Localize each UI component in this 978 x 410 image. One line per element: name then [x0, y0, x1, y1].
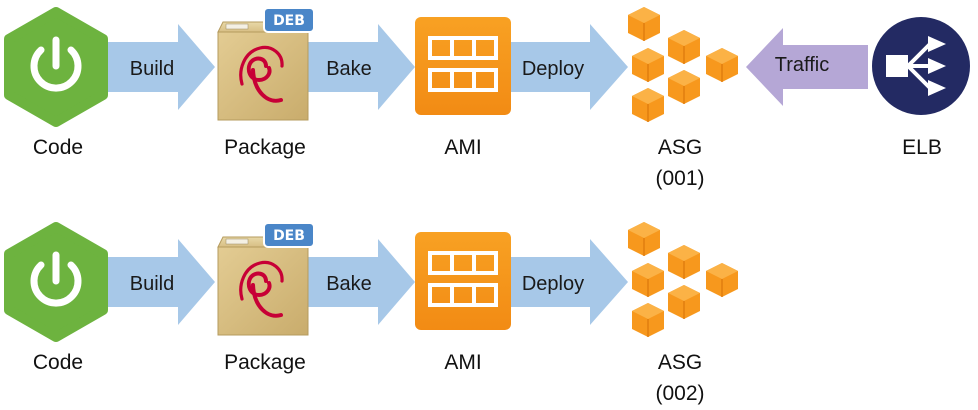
- elb-icon: [872, 17, 970, 115]
- build-arrow: Build: [80, 24, 215, 110]
- traffic-arrow: Traffic: [746, 28, 868, 106]
- deploy-arrow: Deploy: [500, 239, 628, 325]
- stage-label-code: Code: [33, 136, 83, 159]
- asg-cubes-icon: [628, 7, 738, 122]
- bake-arrow: Bake: [300, 239, 415, 325]
- traffic-arrow-label: Traffic: [775, 54, 829, 76]
- stage-sublabel-asg: (001): [655, 167, 704, 190]
- bake-arrow: Bake: [300, 24, 415, 110]
- deb-package-icon: DEB: [217, 7, 315, 121]
- build-arrow-label: Build: [130, 58, 174, 80]
- deb-badge: DEB: [273, 228, 305, 244]
- stage-label-ami: AMI: [444, 136, 481, 159]
- stage-sublabel-asg: (002): [655, 382, 704, 405]
- ami-grid-icon: [415, 232, 511, 330]
- deploy-arrow-label: Deploy: [522, 273, 584, 295]
- stage-label-package: Package: [224, 351, 306, 374]
- ami-grid-icon: [415, 17, 511, 115]
- stage-label-code: Code: [33, 351, 83, 374]
- stage-label-elb: ELB: [902, 136, 942, 159]
- build-arrow-label: Build: [130, 273, 174, 295]
- stage-label-package: Package: [224, 136, 306, 159]
- spring-power-icon: [4, 7, 108, 127]
- stage-label-asg: ASG: [658, 351, 702, 374]
- pipeline-2: Build Bake Deploy DEB: [4, 222, 738, 405]
- bake-arrow-label: Bake: [326, 273, 372, 295]
- pipeline-1: Build Bake Deploy Traffic DEB: [4, 7, 970, 190]
- stage-label-asg: ASG: [658, 136, 702, 159]
- asg-cubes-icon: [628, 222, 738, 337]
- deploy-arrow-label: Deploy: [522, 58, 584, 80]
- deploy-arrow: Deploy: [500, 24, 628, 110]
- stage-label-ami: AMI: [444, 351, 481, 374]
- bake-arrow-label: Bake: [326, 58, 372, 80]
- deb-package-icon: DEB: [217, 222, 315, 336]
- build-arrow: Build: [80, 239, 215, 325]
- deb-badge: DEB: [273, 13, 305, 29]
- spring-power-icon: [4, 222, 108, 342]
